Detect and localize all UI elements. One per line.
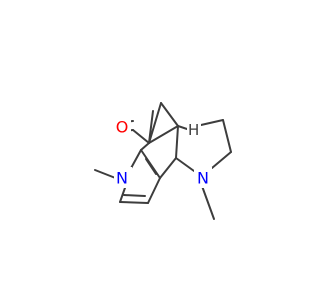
bond-npyrrole-c2 [129,149,142,171]
bond-namine-methyl [201,185,215,220]
bond-bridge-5 [159,157,177,179]
structure-canvas: O N N H [94,102,232,220]
atom-o: O [113,116,131,137]
bond-ch2-ch2 [222,119,232,153]
bond-c2-c3-double [145,158,157,175]
bond-c-namine [175,157,195,172]
bond-bridge-3 [148,125,179,144]
bond-bridge-2 [160,102,179,127]
bridgehead-h-label: H [188,121,199,139]
bond-c4-c5-double [123,194,146,197]
nitrogen-amine-label: N [197,169,209,188]
atom-h: H [187,121,201,139]
bond-co [132,129,150,144]
bond-c4-c5 [119,201,149,204]
bond-bridgehead-h [177,125,188,130]
bond-bridge-4 [175,125,179,159]
bond-c3-c4 [147,177,161,204]
bond-ch2-bridge [200,119,224,126]
atom-n-amine: N [194,167,212,188]
bond-bridge-1 [148,102,162,144]
atom-n-pyrrole: N [114,167,132,188]
nitrogen-pyrrole-label: N [116,169,128,188]
oxygen-label: O [116,118,129,137]
bond-c2-carbonyl [140,142,150,151]
bond-namine-ch2 [211,151,232,169]
